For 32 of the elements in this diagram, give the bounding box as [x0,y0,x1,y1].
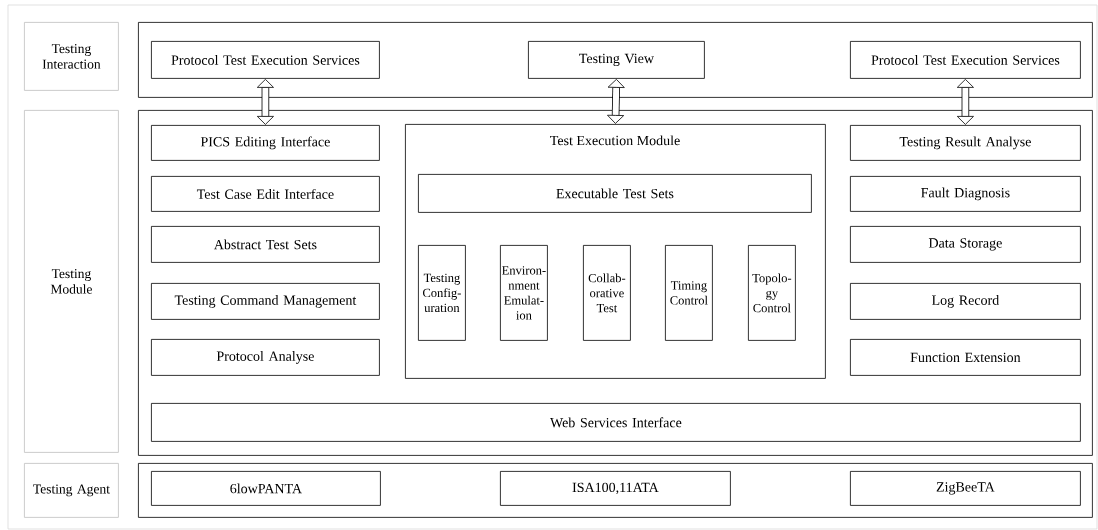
function-box: Timing Control [665,245,713,341]
module-box: Web Services Interface [151,403,1081,442]
layer-label-box: Testing Interaction [24,22,119,91]
function-box: Topolo-gy Control [748,245,796,341]
module-box: Protocol Test Execution Services [151,41,380,79]
layer-panel [138,463,1093,518]
layer-panel [138,110,1093,456]
function-box: Testing Config-uration [418,245,466,341]
module-box: Test Case Edit Interface [151,176,380,212]
function-box: Environ-nment Emulat-ion [500,245,548,341]
module-box: ISA100,11ATA [500,471,731,506]
double-arrow [956,78,974,125]
module-box: Testing Result Analyse [850,125,1081,161]
module-box: PICS Editing Interface [151,125,380,161]
module-box: Function Extension [850,339,1081,376]
module-box: Testing View [528,41,705,79]
module-box: ZigBeeTA [850,471,1081,506]
module-box: Protocol Test Execution Services [850,41,1081,79]
module-box: Fault Diagnosis [850,176,1081,212]
module-box: Executable Test Sets [418,174,812,213]
double-arrow [256,78,274,125]
module-box: Testing Command Management [151,283,380,320]
module-box: Data Storage [850,226,1081,263]
module-box: Protocol Analyse [151,339,380,376]
double-arrow [607,78,625,124]
module-box: Abstract Test Sets [151,226,380,263]
layer-panel [138,22,1093,98]
function-box: Collab-orative Test [583,245,631,341]
layer-label-box: Testing Module [24,110,119,453]
layer-label-box: Testing Agent [24,463,119,518]
module-box: Log Record [850,283,1081,320]
module-box: 6lowPANTA [151,471,381,506]
